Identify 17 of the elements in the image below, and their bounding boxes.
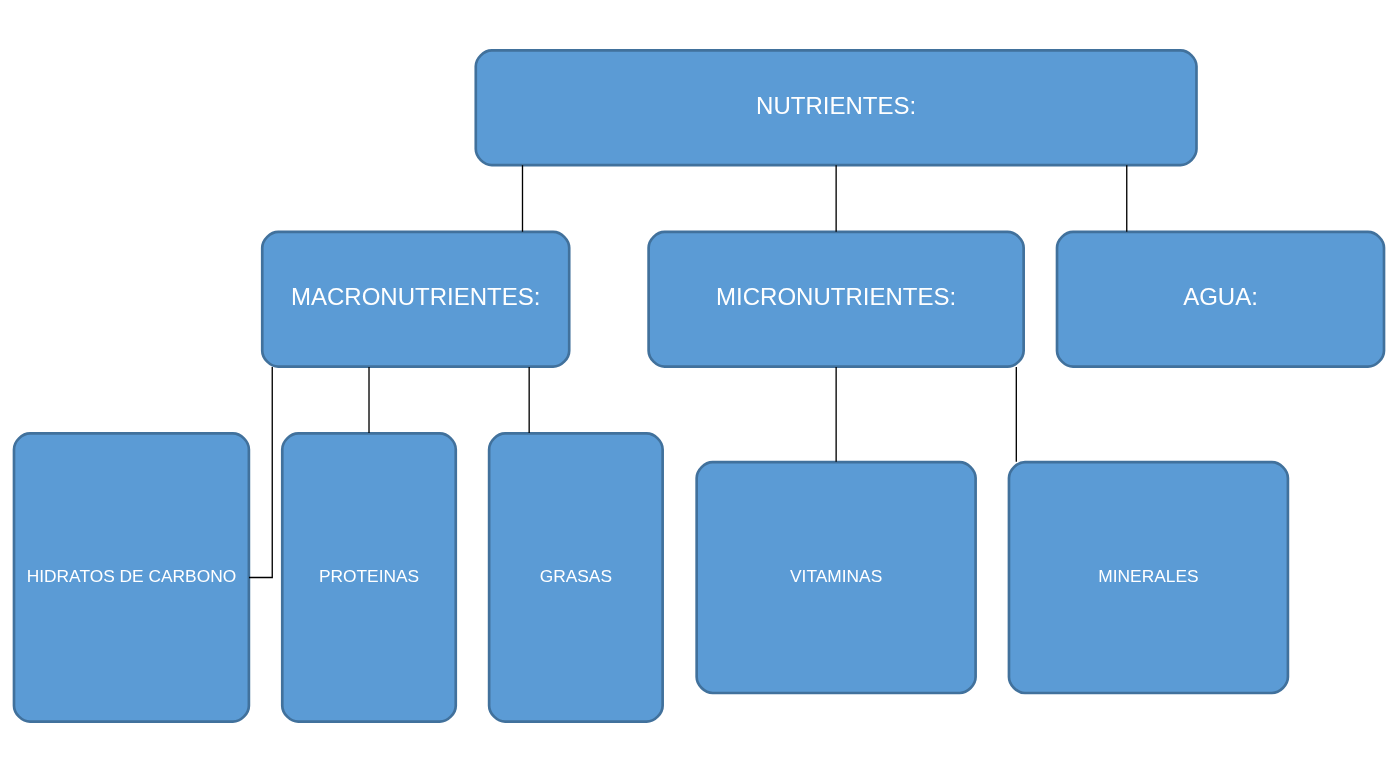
- connector: [1126, 164, 1128, 232]
- connector: [835, 164, 837, 232]
- node-box: MINERALES: [1007, 460, 1290, 694]
- node-box: HIDRATOS DE CARBONO: [12, 431, 251, 723]
- node-box: PROTEINAS: [280, 431, 458, 723]
- connector: [1015, 365, 1017, 462]
- connector: [368, 365, 370, 434]
- node-box: MICRONUTRIENTES:: [647, 230, 1025, 368]
- node-box: MACRONUTRIENTES:: [260, 230, 571, 368]
- node-box: GRASAS: [487, 431, 664, 723]
- connector: [528, 365, 530, 434]
- node-box: VITAMINAS: [695, 460, 977, 694]
- connector: [248, 365, 273, 578]
- node-box: NUTRIENTES:: [474, 48, 1198, 166]
- connector: [521, 164, 524, 232]
- connector: [835, 365, 837, 462]
- node-box: AGUA:: [1055, 230, 1386, 368]
